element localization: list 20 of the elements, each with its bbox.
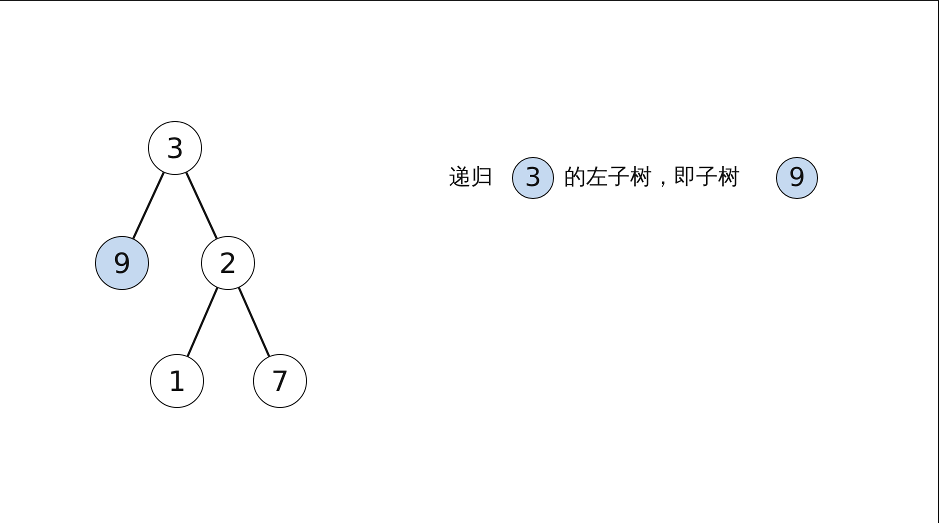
- caption-text: 递归: [449, 164, 493, 192]
- node-value: 2: [219, 246, 237, 280]
- node-value: 9: [788, 163, 806, 193]
- node-value: 1: [168, 364, 186, 398]
- tree-node-circle: [512, 157, 554, 199]
- tree-node-circle: [253, 354, 307, 408]
- tree-edge-line: [238, 287, 270, 357]
- tree-edge-line: [185, 172, 218, 239]
- caption-text: 的左子树，即子树: [564, 164, 740, 192]
- tree-node-circle: [95, 236, 149, 290]
- node-value: 9: [113, 246, 131, 280]
- tree-node-circle: [776, 157, 818, 199]
- node-value: 7: [271, 364, 289, 398]
- tree-node-circle: [148, 121, 202, 175]
- tree-node-circle: [201, 236, 255, 290]
- tree-edge-line: [132, 172, 165, 239]
- tree-edge-line: [186, 287, 218, 357]
- node-value: 3: [166, 132, 184, 164]
- tree-node-circle: [150, 354, 204, 408]
- node-value: 3: [524, 163, 542, 193]
